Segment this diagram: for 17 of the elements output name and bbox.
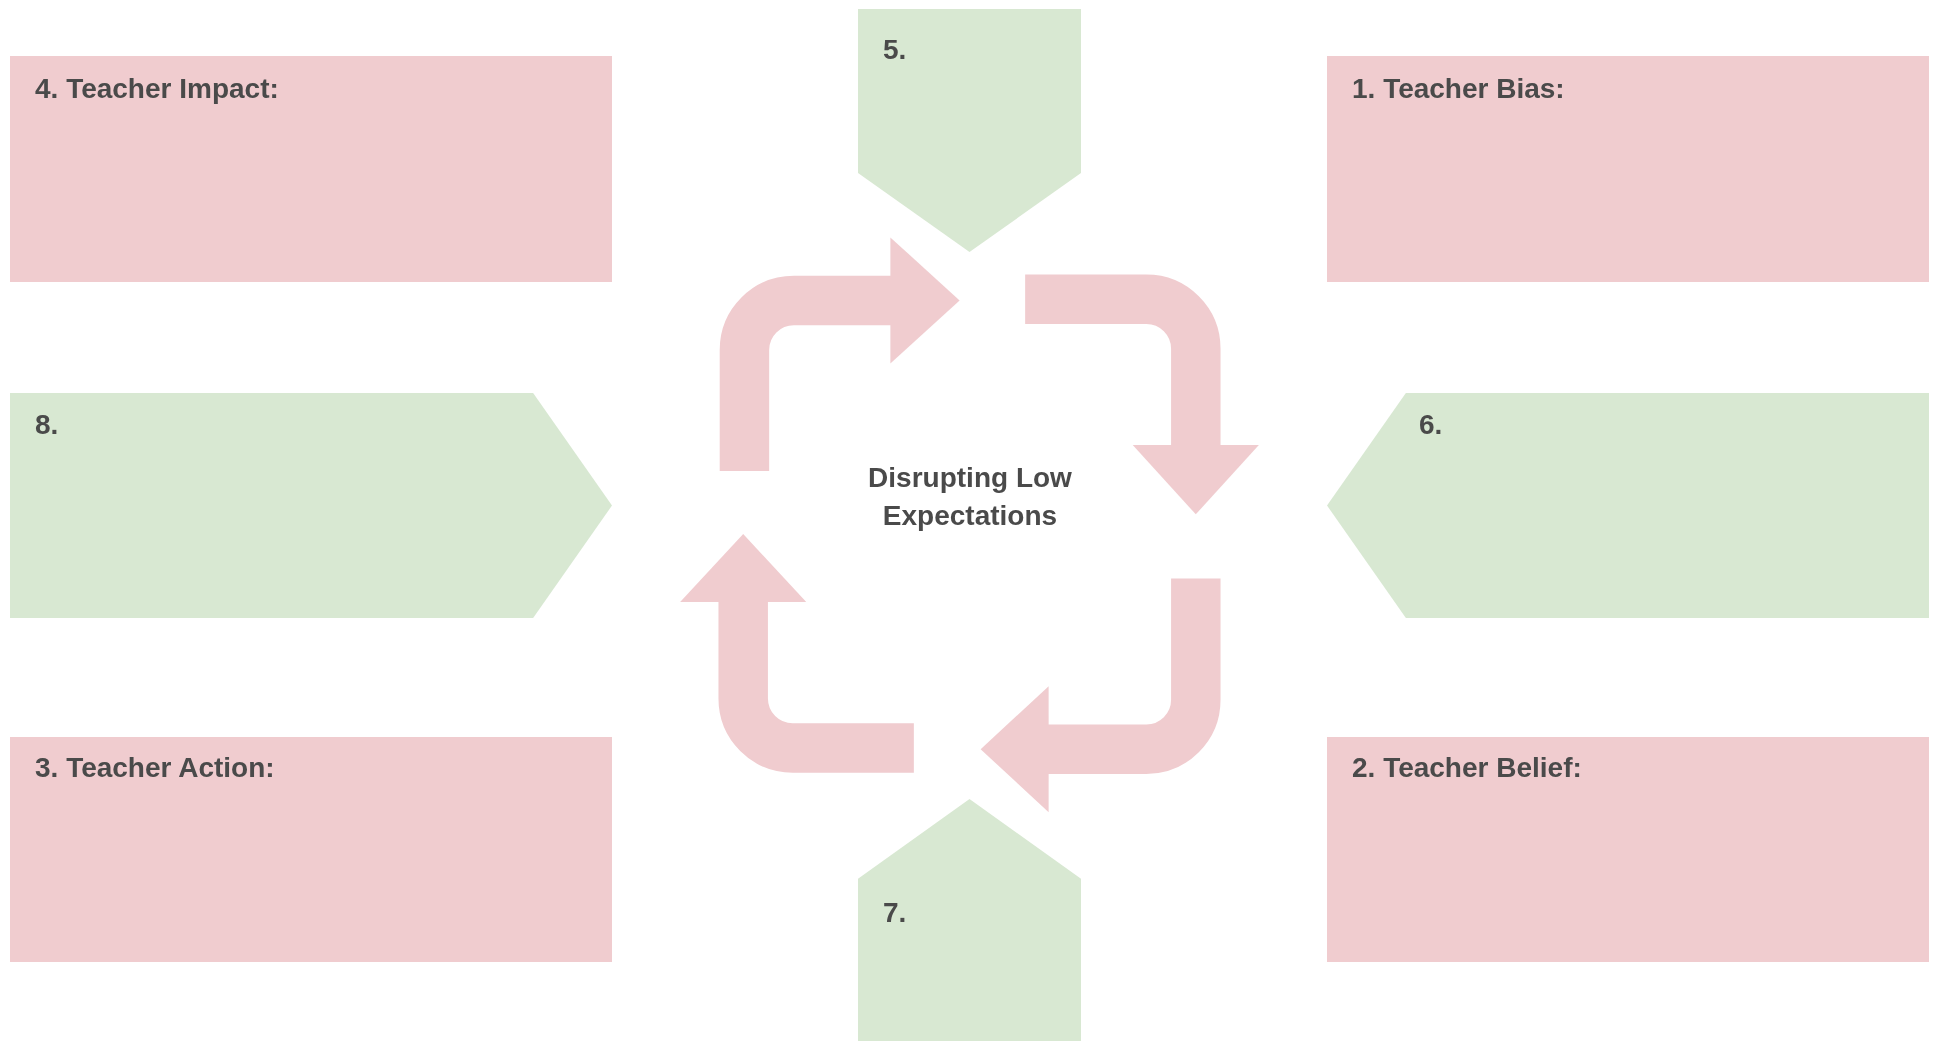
center-title: Disrupting Low Expectations bbox=[867, 461, 1073, 533]
box-label: 1. Teacher Bias: bbox=[1352, 72, 1565, 106]
pentagon-box bbox=[858, 9, 1081, 252]
box-label: 7. bbox=[883, 896, 907, 930]
box-label: 2. Teacher Belief: bbox=[1352, 751, 1582, 785]
box-label: 8. bbox=[35, 408, 59, 442]
text-box bbox=[1327, 56, 1929, 282]
box-label: 5. bbox=[883, 33, 907, 67]
box-label: 3. Teacher Action: bbox=[35, 751, 275, 785]
text-box bbox=[1327, 737, 1929, 962]
box-label: 4. Teacher Impact: bbox=[35, 72, 279, 106]
pentagon-box bbox=[10, 393, 612, 618]
text-box bbox=[10, 56, 612, 282]
box-label: 6. bbox=[1419, 408, 1443, 442]
pentagon-box bbox=[1327, 393, 1929, 618]
text-box bbox=[10, 737, 612, 962]
pentagon-box bbox=[858, 799, 1081, 1041]
